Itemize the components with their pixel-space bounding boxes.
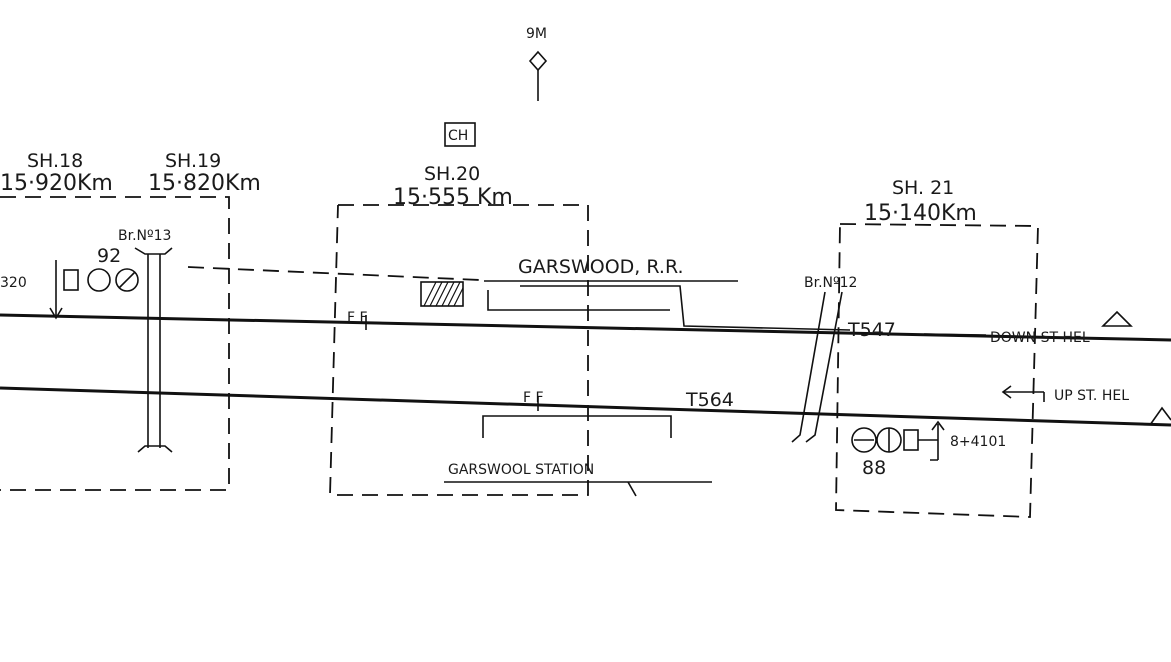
signal-92-aspect-icon [87,268,111,292]
garswood-rr-label: GARSWOOD, R.R. [518,256,684,278]
sh21-name: SH. 21 [892,177,954,199]
diamond-marker-icon [528,50,548,72]
bridge-13-bottom [137,445,173,453]
signal-92-cross [118,271,136,289]
signal-92-label: 92 [97,245,121,267]
station-platform [482,415,672,438]
bridge-12-rail-a [791,291,826,443]
down-running-line [0,313,1171,342]
sh18-sh19-enclosure [0,196,230,491]
sh18-km: 15·920Km [0,171,113,196]
signal-92-base-icon [63,269,79,291]
down-direction-label: DOWN ST HEL [990,330,1090,346]
bridge-12-label: Br.Nº12 [804,275,857,291]
ch-label: CH [448,128,468,144]
up-direction-label: UP ST. HEL [1054,388,1129,404]
sh20-enclosure [329,204,589,496]
rr-dashed-line [187,266,481,281]
feed-down-label: F F [347,310,368,326]
triangle-marker-icon [1101,310,1133,327]
signal-88-post [918,420,945,461]
hatch-pattern [423,281,464,307]
bridge-12-rail-b [805,291,843,443]
sh18-name: SH.18 [27,150,83,172]
station-label: GARSWOOL STATION [448,462,594,478]
ref-8-4101-label: 8+4101 [950,434,1006,450]
t564-label: T564 [685,389,734,411]
bridge-13-top [134,247,173,255]
track-320-label: 320 [0,275,27,291]
signal-88-label: 88 [862,457,886,479]
t547-leader [923,333,987,336]
signal-88-base-icon [903,429,919,451]
t547-label: T547 [847,319,896,341]
signal-9m-label: 9M [526,26,547,42]
rr-siding [520,285,851,331]
rr-platform [487,290,670,311]
sh19-name: SH.19 [165,150,221,172]
sh21-km: 15·140Km [864,201,977,226]
signal-92-aspect-icon [115,268,139,292]
feed-up-label: F F [523,390,544,406]
up-running-line [0,386,1171,427]
station-leader [627,481,637,497]
arrow-down-icon [49,307,63,320]
ch-box [444,122,476,147]
sh20-name: SH.20 [424,163,480,185]
sh20-km: 15·555 Km [393,185,513,210]
sh19-km: 15·820Km [148,171,261,196]
signal-88-aspect-icon [851,427,877,453]
bridge-13-label: Br.Nº13 [118,228,171,244]
triangle-marker-icon [1149,406,1171,426]
arrow-left-icon [1001,385,1012,399]
